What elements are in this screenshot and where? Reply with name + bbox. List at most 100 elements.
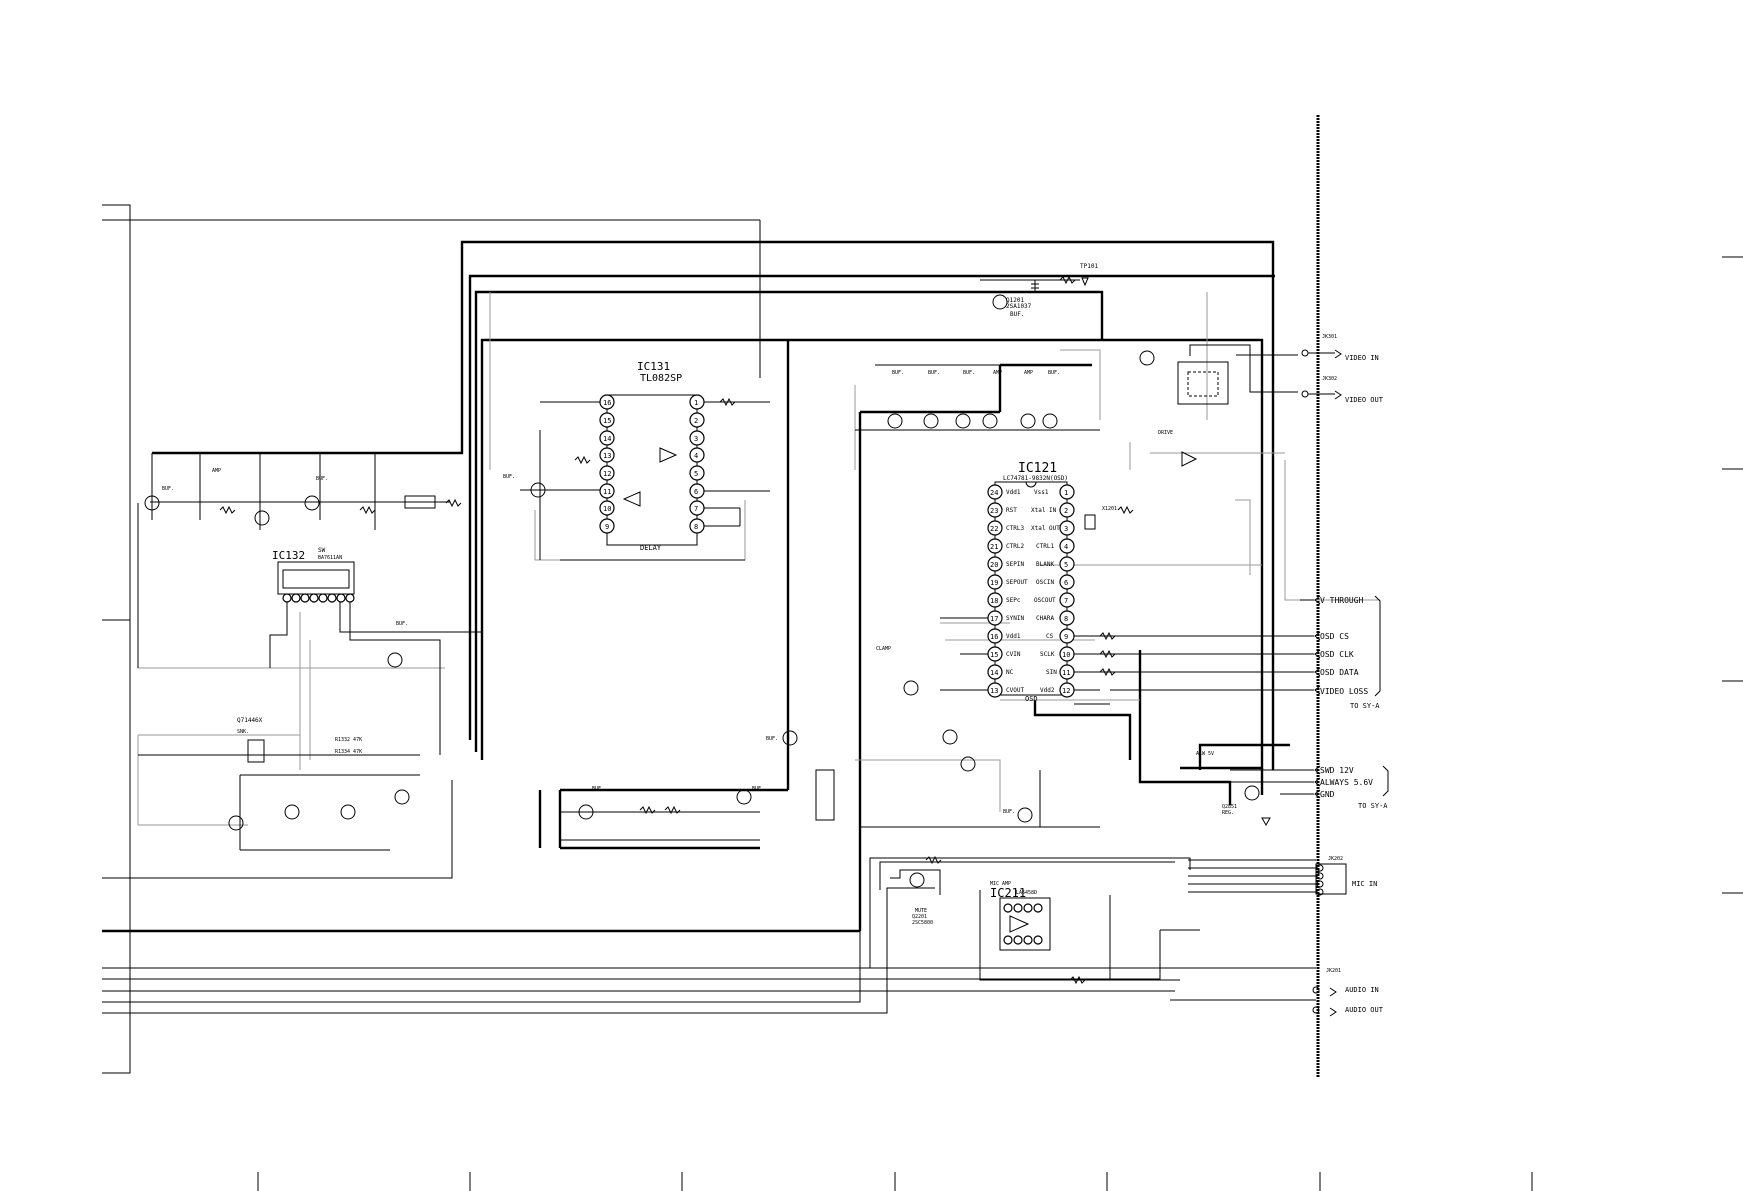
svg-text:OSD CS: OSD CS [1320,632,1349,641]
svg-text:SYNIN: SYNIN [1006,615,1024,622]
svg-text:Vss1: Vss1 [1034,489,1049,496]
svg-text:SNK.: SNK. [237,729,249,735]
svg-text:OSCOUT: OSCOUT [1034,597,1056,604]
ic121-pin-9: 9CS [1046,628,1075,644]
svg-text:RST: RST [1006,507,1017,514]
svg-text:R1334 47K: R1334 47K [335,749,362,755]
svg-text:8: 8 [694,523,698,531]
svg-text:Q71446X: Q71446X [237,717,263,724]
q2201-ref: Q2201 [912,914,927,920]
ic131-part: TL082SP [640,373,682,384]
svg-text:CVIN: CVIN [1006,651,1021,658]
q2201-part: 2SC5800 [912,920,933,926]
svg-text:13: 13 [603,452,611,460]
svg-text:11: 11 [603,488,611,496]
clamp-stage: CLAMP BUF. [860,646,1100,828]
ic211-ref: IC211 [990,886,1026,900]
svg-text:CHARA: CHARA [1036,615,1054,622]
to-sy-a-lower: TO SY-A [1358,802,1388,810]
svg-text:1: 1 [694,399,698,407]
svg-text:BUF.: BUF. [1048,370,1060,376]
svg-text:SEPIN: SEPIN [1006,561,1024,568]
ic121-ref: IC121 [1018,461,1057,476]
svg-text:7: 7 [694,505,698,513]
ic121-pin-11: 11 SIN [1046,664,1075,680]
mic-in-label: MIC IN [1352,880,1377,888]
ic211: IC211 MIC AMP LA6458D MUTE Q2201 2SC5800 [890,869,1180,981]
q1201-part: 2SA1037 [1006,303,1032,310]
svg-text:5: 5 [1064,561,1068,569]
svg-text:BUF.: BUF. [928,370,940,376]
svg-text:Vdd2: Vdd2 [1040,687,1055,694]
svg-text:R1332 47K: R1332 47K [335,737,362,743]
ic132-ref: IC132 [272,549,305,562]
sig-always-5v: ALWAYS 5.6V [1190,777,1373,787]
page-border [257,115,1743,1191]
svg-text:SCLK: SCLK [1040,651,1055,658]
jk302-ref: JK302 [1322,376,1337,382]
ic211-func: MIC AMP [990,881,1011,887]
svg-text:Xtal IN: Xtal IN [1031,507,1057,514]
svg-text:BUF.: BUF. [963,370,975,376]
svg-text:15: 15 [990,651,998,659]
drive-switch: DRIVE [1139,344,1298,467]
svg-text:AMP: AMP [1024,370,1033,376]
svg-text:GND: GND [1320,790,1335,799]
signal-labels: V THROUGH OSD CS OSD CLK OSD DATA VIDEO … [1110,595,1389,810]
svg-text:BUF.: BUF. [503,474,515,480]
svg-text:9: 9 [605,523,609,531]
svg-text:BUF.: BUF. [592,786,604,792]
svg-text:16: 16 [990,633,998,641]
jk201-ref: JK201 [1326,968,1341,974]
q2851-ref: Q2851 [1222,804,1237,810]
svg-text:4: 4 [694,452,698,460]
svg-text:9: 9 [1064,633,1068,641]
bottom-bus [102,780,1316,1014]
svg-text:Vdd1: Vdd1 [1006,633,1021,640]
lower-left-buffers: Q71446X SNK. R1332 47K R1334 47K [138,717,420,851]
right-connectors: JK301 VIDEO IN JK302 VIDEO OUT JK202 MIC… [1301,334,1384,1017]
ic132-func: SW [318,547,326,554]
ic121-pin-12: 12 Vdd2 [1040,682,1075,698]
svg-text:8: 8 [1064,615,1068,623]
delay-line-stage: BUF. BUF. BUF. [560,730,835,841]
svg-text:AMP: AMP [212,468,221,474]
power-rails [102,240,1290,933]
svg-text:AMP: AMP [993,370,1002,376]
svg-text:ALWAYS 5.6V: ALWAYS 5.6V [1320,778,1373,787]
svg-text:3: 3 [1064,525,1068,533]
ic211-part: LA6458D [1016,890,1037,896]
svg-text:OSCIN: OSCIN [1036,579,1054,586]
svg-text:CTRL2: CTRL2 [1006,543,1024,550]
q1201-func: BUF. [1010,311,1024,318]
svg-text:Xtal OUT: Xtal OUT [1031,525,1060,532]
sig-osd-clk: OSD CLK [1290,649,1354,659]
q2851-regulator: ALW 5V Q2851 REG. [1196,751,1271,827]
q1201-buffer: Q1201 2SA1037 BUF. TP101 [980,263,1098,318]
ic131-right-pins: 1 2 3 4 5 6 7 8 [689,394,705,534]
osd-input-transistors: BUF. BUF. BUF. AMP AMP BUF. [855,364,1100,431]
video-in-label: VIDEO IN [1345,354,1379,362]
ic132: IC132 SW BA7611AN BUF. [269,547,482,755]
sig-gnd: GND [1280,789,1335,799]
jk202-mic-in: JK202 MIC IN [1315,856,1377,896]
ic132-pins [282,593,355,603]
svg-text:SIN: SIN [1046,669,1057,676]
svg-text:16: 16 [603,399,611,407]
to-sy-a-upper: TO SY-A [1350,702,1380,710]
ic121-part: LC74781-9832N(OSD) [1003,475,1068,482]
svg-text:12: 12 [1062,687,1070,695]
ic121-pin-15: 15 CVIN [987,646,1021,662]
svg-text:11: 11 [1062,669,1070,677]
svg-text:15: 15 [603,417,611,425]
